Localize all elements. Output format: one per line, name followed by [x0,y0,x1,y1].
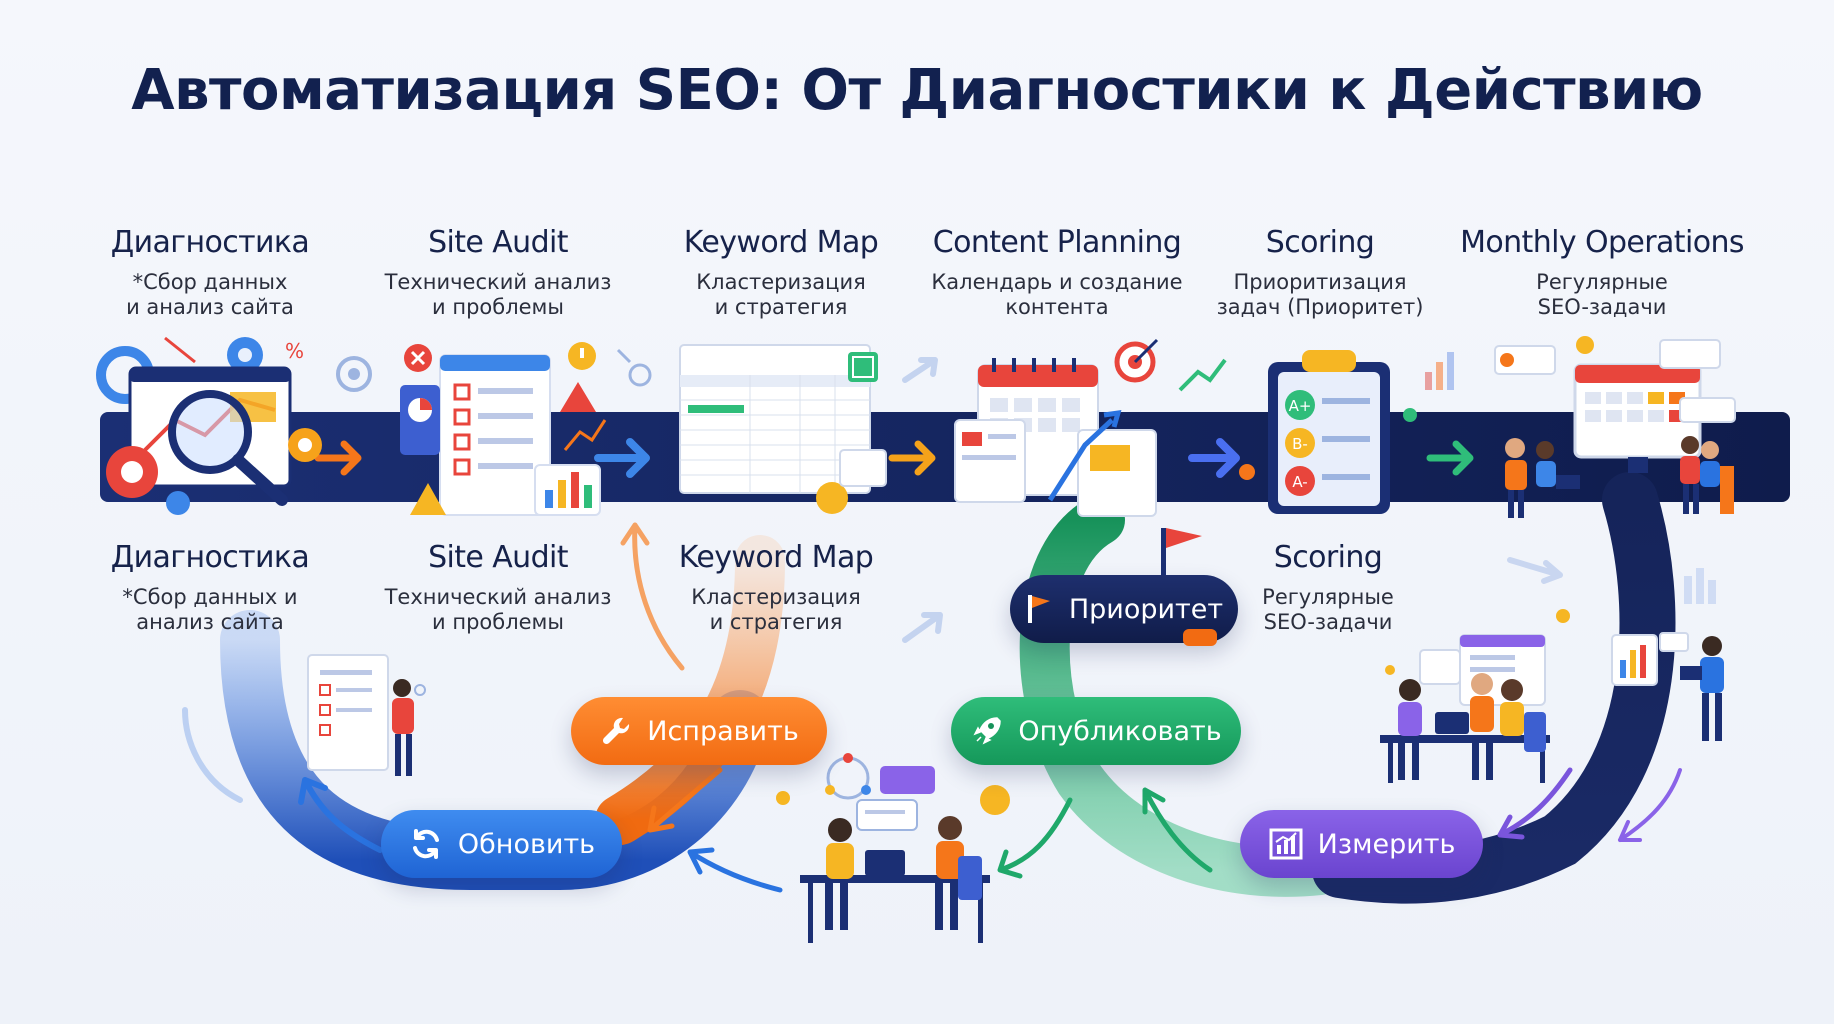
step-content-planning: Content Planning Календарь и создание ко… [917,225,1197,320]
flag-icon [1025,593,1055,625]
monthly-operations-illustration [1494,336,1736,518]
step-title: Site Audit [428,225,568,260]
update-label: Обновить [457,828,596,860]
fix-up-arrow [620,522,685,671]
step-site-audit: Site Audit Технический анализ и проблемы [358,225,638,320]
grade-a-minus: A- [1292,473,1307,491]
flag-icon [1161,528,1202,576]
step-title: Keyword Map [678,540,874,575]
site-audit-illustration [400,342,607,516]
flow-arrow-4 [1188,438,1240,478]
faint-arrow-right [1618,768,1682,842]
content-planning-illustration [954,358,1157,517]
fix-button[interactable]: Исправить [571,697,827,765]
step-desc: *Сбор данных и анализ сайта [122,585,298,634]
flow-arrow-1 [314,440,362,476]
refresh-icon [408,826,444,862]
keyword-map-illustration [616,344,887,514]
update-arrow [298,777,383,853]
measure-label: Измерить [1317,828,1456,860]
wrench-icon [599,714,633,748]
step-title: Monthly Operations [1460,225,1744,260]
diagnostics-illustration: % [96,336,322,515]
step-desc: Кластеризация и стратегия [696,270,866,319]
step-desc: Кластеризация и стратегия [691,585,861,634]
deco-arrow-2 [902,357,938,383]
step-scoring: Scoring Приоритизация задач (Приоритет) [1180,225,1460,320]
step-title: Диагностика [110,540,310,575]
step-title: Keyword Map [683,225,879,260]
clipboard-icon: A+ B- A- [1239,350,1417,514]
deco-arrow-1 [902,612,943,643]
publish-button[interactable]: Опубликовать [951,697,1241,765]
measure-arrow-purple [1497,767,1573,840]
fix-label: Исправить [647,715,799,747]
team-analytics-illustration [1380,568,1724,783]
step-scoring-repeat: Scoring Регулярные SEO-задачи [1188,540,1468,635]
step-desc: *Сбор данных и анализ сайта [126,270,294,319]
team-meeting-illustration [776,753,1010,943]
step-keyword-map: Keyword Map Кластеризация и стратегия [641,225,921,320]
fix-down-arrow [647,767,723,833]
step-title: Scoring [1265,225,1375,260]
step-diagnostics: Диагностика *Сбор данных и анализ сайта [70,225,350,320]
publish-label: Опубликовать [1018,715,1222,747]
faint-arrow-left [182,707,243,803]
document-review-illustration [307,654,426,776]
trend-line-icon [1178,358,1227,392]
priority-badge [1183,629,1217,646]
step-desc: Технический анализ и проблемы [384,270,612,319]
rocket-icon [970,714,1004,748]
measure-arrow-green [1142,787,1213,873]
step-desc: Приоритизация задач (Приоритет) [1216,270,1424,319]
faint-arrow-mid [1507,557,1563,584]
flow-arrow-2 [594,438,650,478]
step-title: Content Planning [932,225,1182,260]
update-button[interactable]: Обновить [381,810,622,878]
target-icon [1114,338,1159,383]
step-title: Site Audit [428,540,568,575]
step-title: Диагностика [110,225,310,260]
grade-b-minus: B- [1292,435,1308,453]
flow-arrow-5 [1426,440,1474,476]
target-icon [336,356,372,392]
step-title: Scoring [1273,540,1383,575]
bar-chart-icon [1425,352,1454,390]
return-arrow [687,847,783,893]
step-diagnostics-repeat: Диагностика *Сбор данных и анализ сайта [70,540,350,635]
publish-arrow [997,797,1073,879]
step-desc: Регулярные SEO-задачи [1262,585,1394,634]
step-desc: Регулярные SEO-задачи [1536,270,1668,319]
step-monthly-operations: Monthly Operations Регулярные SEO-задачи [1452,225,1752,320]
step-desc: Технический анализ и проблемы [384,585,612,634]
priority-label: Приоритет [1068,593,1224,625]
svg-text:%: % [285,339,304,363]
step-keyword-map-repeat: Keyword Map Кластеризация и стратегия [636,540,916,635]
measure-button[interactable]: Измерить [1240,810,1483,878]
chart-icon [1268,827,1304,861]
flow-arrow-3 [888,440,936,476]
step-desc: Календарь и создание контента [931,270,1183,319]
page-title: Автоматизация SEO: От Диагностики к Дейс… [131,58,1703,123]
grade-a-plus: A+ [1289,397,1312,415]
step-site-audit-repeat: Site Audit Технический анализ и проблемы [358,540,638,635]
